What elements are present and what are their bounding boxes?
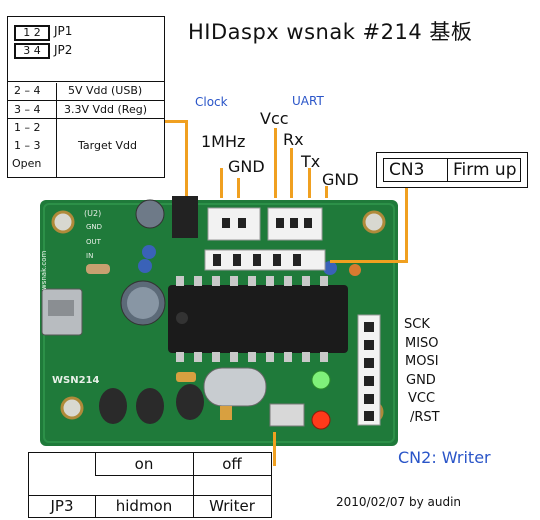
jp3-on-value: hidmon — [115, 497, 173, 515]
leader-line — [165, 120, 187, 123]
cn2-pin: SCK — [404, 317, 430, 332]
mounting-hole — [60, 396, 84, 420]
led-red — [311, 410, 331, 430]
leader-line — [273, 432, 276, 466]
ceramic-cap — [323, 261, 337, 275]
legend-jumper-3b: 1 – 3 — [14, 139, 41, 152]
rx-label: Rx — [283, 130, 304, 149]
legend-jumper-3a: 1 – 2 — [14, 121, 41, 134]
jp3-off-value: Writer — [209, 497, 255, 515]
header-clock — [207, 207, 261, 241]
cn2-pin: MISO — [405, 335, 439, 351]
freq-label: 1MHz — [201, 132, 246, 151]
page-title: HIDaspx wsnak #214 基板 — [188, 20, 473, 44]
cn2-pin: GND — [406, 372, 436, 388]
ceramic-cap — [142, 245, 156, 259]
legend-mode-2: 3.3V Vdd (Reg) — [64, 103, 147, 116]
leader-line — [220, 168, 223, 198]
jp1-label: JP1 — [54, 24, 73, 38]
transistor-q3 — [176, 384, 204, 420]
clock-label: Clock — [195, 95, 228, 109]
microcontroller-ic — [168, 285, 348, 353]
led-green — [311, 370, 331, 390]
gnd-clock-label: GND — [228, 157, 265, 176]
crystal — [203, 367, 267, 407]
cn2-pin: VCC — [408, 391, 436, 406]
silkscreen-u2: (U2) — [84, 209, 101, 218]
jp3-header-off: off — [222, 455, 242, 473]
capacitor-c1 — [135, 199, 165, 229]
cn3-name: CN3 — [384, 159, 448, 181]
leader-line — [185, 120, 188, 196]
jp3-header-on: on — [134, 455, 154, 473]
jp3-table: on off JP3 hidmon Writer — [28, 452, 272, 518]
credit: 2010/02/07 by audin — [336, 495, 462, 509]
jp3-row-label: JP3 — [50, 497, 74, 515]
cn2-pin-list: SCK MISO MOSI GND VCC /RST — [404, 316, 440, 427]
transistor-q2 — [136, 388, 164, 424]
silkscreen-in: IN — [86, 252, 93, 260]
mounting-hole — [362, 210, 386, 234]
jumper-legend: 1 2 JP1 3 4 JP2 2 – 4 5V Vdd (USB) 3 – 4… — [7, 16, 165, 178]
ceramic-cap — [138, 259, 152, 273]
silkscreen-model: WSN214 — [52, 375, 100, 386]
jumper-jp1-jp2 — [172, 196, 198, 238]
leader-line — [325, 186, 328, 198]
mounting-hole — [51, 210, 75, 234]
vcc-label: Vcc — [260, 109, 289, 128]
jumper-jp3 — [269, 403, 305, 427]
resistor — [349, 264, 361, 276]
cn3-desc: Firm up — [453, 160, 517, 180]
leader-line — [274, 128, 277, 198]
tx-label: Tx — [301, 152, 321, 171]
legend-jumper-3c: Open — [12, 157, 42, 170]
leader-line — [405, 186, 408, 262]
cn3-box: CN3 Firm up — [376, 152, 528, 188]
jp1-pins: 1 2 — [14, 25, 50, 41]
legend-mode-1: 5V Vdd (USB) — [68, 84, 143, 97]
jp2-label: JP2 — [54, 43, 73, 57]
silkscreen-gnd: GND — [86, 223, 102, 231]
gnd-uart-label: GND — [322, 170, 359, 189]
cn2-pin: /RST — [410, 409, 440, 425]
transistor-q1 — [99, 388, 127, 424]
cn2-pin: MOSI — [405, 354, 439, 369]
legend-jumper-1: 2 – 4 — [14, 84, 41, 97]
cn2-label: CN2: Writer — [398, 448, 491, 467]
leader-line — [237, 178, 240, 198]
header-cn4 — [204, 249, 326, 271]
header-cn2 — [357, 314, 381, 426]
jp2-pins: 3 4 — [14, 43, 50, 59]
uart-label: UART — [292, 94, 324, 108]
legend-mode-3: Target Vdd — [78, 139, 138, 152]
silkscreen-site: wsnak.com — [40, 250, 48, 290]
leader-line — [308, 168, 311, 198]
leader-line — [290, 148, 293, 198]
legend-jumper-2: 3 – 4 — [14, 103, 41, 116]
silkscreen-out: OUT — [86, 238, 102, 246]
leader-line — [330, 260, 408, 263]
